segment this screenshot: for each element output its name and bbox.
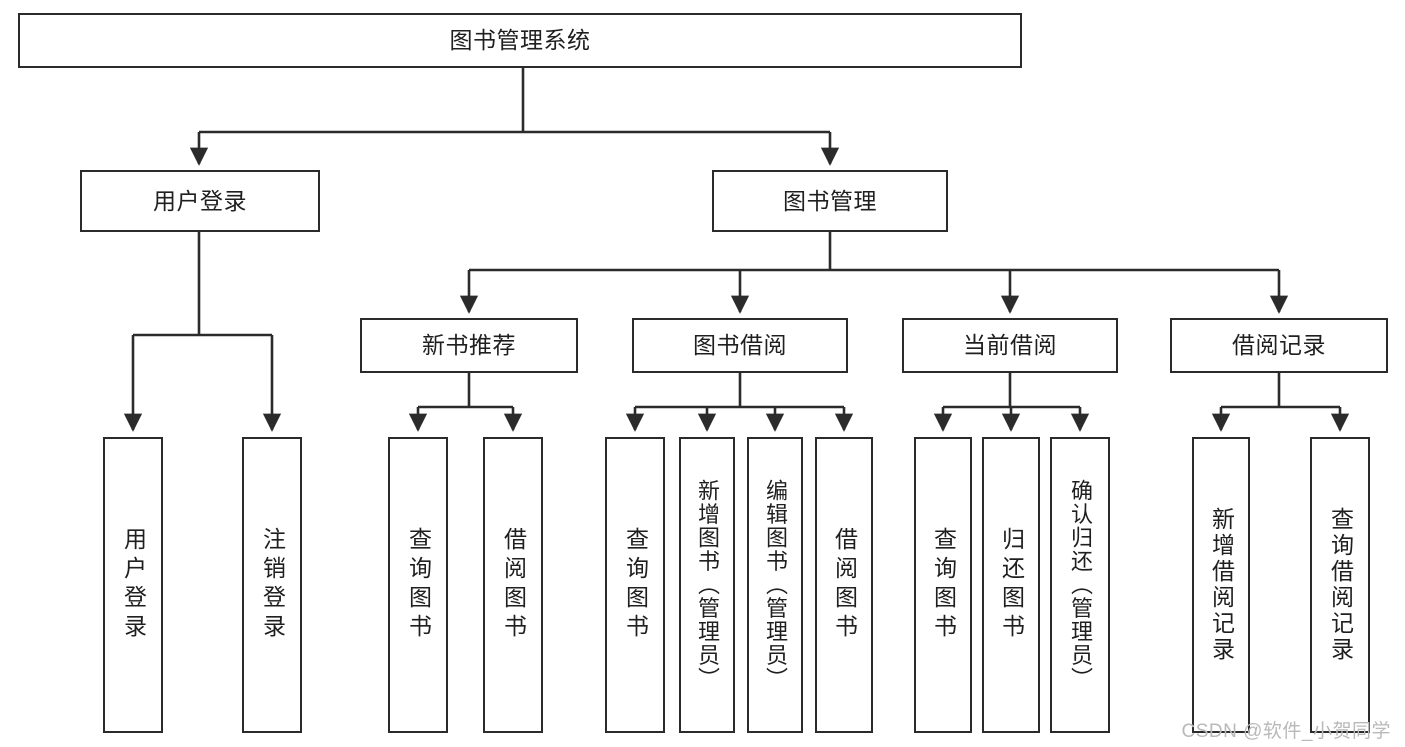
leaf-query-book-recommend[interactable]: 查询图书 <box>388 437 448 733</box>
node-new-book-recommend-label: 新书推荐 <box>422 332 516 359</box>
leaf-add-borrow-record[interactable]: 新增借阅记录 <box>1192 437 1250 733</box>
leaf-query-borrow-record[interactable]: 查询借阅记录 <box>1310 437 1370 733</box>
node-book-management[interactable]: 图书管理 <box>712 170 948 232</box>
leaf-borrow-book-recommend-label: 借阅图书 <box>500 527 527 643</box>
leaf-user-login-label: 用户登录 <box>120 527 147 643</box>
leaf-confirm-return-admin[interactable]: 确认归还（管理员） <box>1050 437 1110 733</box>
node-root-label: 图书管理系统 <box>449 27 591 54</box>
node-current-borrow-label: 当前借阅 <box>963 332 1057 359</box>
node-new-book-recommend[interactable]: 新书推荐 <box>360 318 578 373</box>
leaf-edit-book-admin[interactable]: 编辑图书（管理员） <box>747 437 803 733</box>
leaf-query-book-borrow[interactable]: 查询图书 <box>605 437 665 733</box>
node-borrow-records[interactable]: 借阅记录 <box>1170 318 1388 373</box>
node-book-management-label: 图书管理 <box>783 187 877 214</box>
watermark: CSDN @软件_小贺同学 <box>1181 721 1391 742</box>
leaf-user-login[interactable]: 用户登录 <box>103 437 163 733</box>
node-current-borrow[interactable]: 当前借阅 <box>902 318 1118 373</box>
leaf-query-book-current[interactable]: 查询图书 <box>914 437 972 733</box>
node-book-borrow-label: 图书借阅 <box>693 332 787 359</box>
leaf-borrow-book-recommend[interactable]: 借阅图书 <box>483 437 543 733</box>
leaf-edit-book-admin-label: 编辑图书（管理员） <box>763 479 788 691</box>
leaf-borrow-book-borrow[interactable]: 借阅图书 <box>815 437 873 733</box>
leaf-logout-label: 注销登录 <box>259 527 286 643</box>
leaf-query-book-current-label: 查询图书 <box>930 527 957 643</box>
node-user-login-label: 用户登录 <box>153 187 247 214</box>
node-user-login[interactable]: 用户登录 <box>80 170 320 232</box>
leaf-query-book-borrow-label: 查询图书 <box>622 527 649 643</box>
leaf-add-borrow-record-label: 新增借阅记录 <box>1208 507 1235 663</box>
node-book-borrow[interactable]: 图书借阅 <box>632 318 848 373</box>
leaf-query-borrow-record-label: 查询借阅记录 <box>1327 507 1354 663</box>
leaf-return-book[interactable]: 归还图书 <box>982 437 1040 733</box>
leaf-add-book-admin-label: 新增图书（管理员） <box>695 479 720 691</box>
leaf-confirm-return-admin-label: 确认归还（管理员） <box>1068 479 1093 691</box>
leaf-query-book-recommend-label: 查询图书 <box>405 527 432 643</box>
leaf-return-book-label: 归还图书 <box>998 527 1025 643</box>
leaf-logout[interactable]: 注销登录 <box>242 437 302 733</box>
node-root[interactable]: 图书管理系统 <box>18 13 1022 68</box>
leaf-add-book-admin[interactable]: 新增图书（管理员） <box>679 437 735 733</box>
leaf-borrow-book-borrow-label: 借阅图书 <box>831 527 858 643</box>
node-borrow-records-label: 借阅记录 <box>1232 332 1326 359</box>
